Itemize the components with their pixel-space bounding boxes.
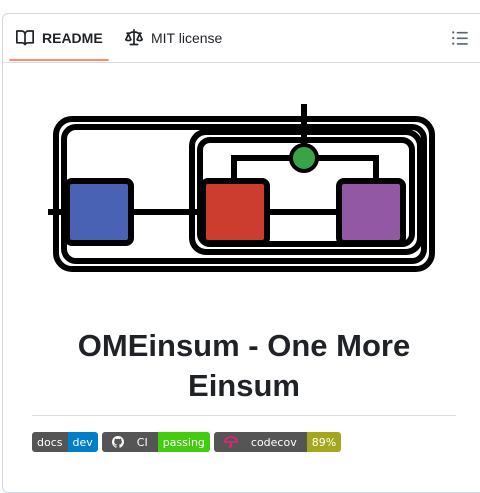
book-icon (16, 29, 34, 47)
ci-badge[interactable]: CI passing (101, 432, 210, 452)
badge-row: docs dev CI passing codecov 89% (32, 432, 345, 452)
logo-purple-node (336, 178, 406, 246)
ci-badge-value: passing (157, 432, 210, 452)
docs-badge-value: dev (67, 432, 98, 452)
codecov-badge-label: codecov (250, 435, 297, 449)
logo-red-node (200, 178, 270, 246)
ci-badge-left: CI (101, 432, 158, 452)
tab-readme[interactable]: README (16, 14, 103, 62)
codecov-badge-left: codecov (213, 432, 307, 452)
codecov-umbrella-icon (219, 436, 243, 448)
outline-button[interactable] (451, 29, 469, 47)
list-icon (451, 31, 469, 51)
tab-license-label: MIT license (151, 30, 223, 46)
github-icon (107, 436, 129, 448)
logo-outer-frame (53, 116, 435, 272)
docs-badge-label: docs (32, 432, 68, 452)
ci-badge-label: CI (136, 435, 148, 449)
codecov-badge[interactable]: codecov 89% (213, 432, 342, 452)
scale-icon (125, 29, 143, 47)
readme-title: OMEinsum - One More Einsum (77, 328, 411, 403)
codecov-badge-value: 89% (306, 432, 342, 452)
tab-mit-license[interactable]: MIT license (125, 14, 222, 62)
active-tab-indicator (9, 59, 109, 61)
omeinsum-logo (48, 104, 435, 272)
logo-green-node (289, 143, 319, 173)
docs-badge[interactable]: docs dev (32, 432, 98, 452)
title-divider (32, 415, 456, 416)
readme-tabbar: README MIT license (3, 14, 480, 63)
tab-readme-label: README (42, 30, 103, 46)
logo-blue-node (64, 178, 134, 246)
